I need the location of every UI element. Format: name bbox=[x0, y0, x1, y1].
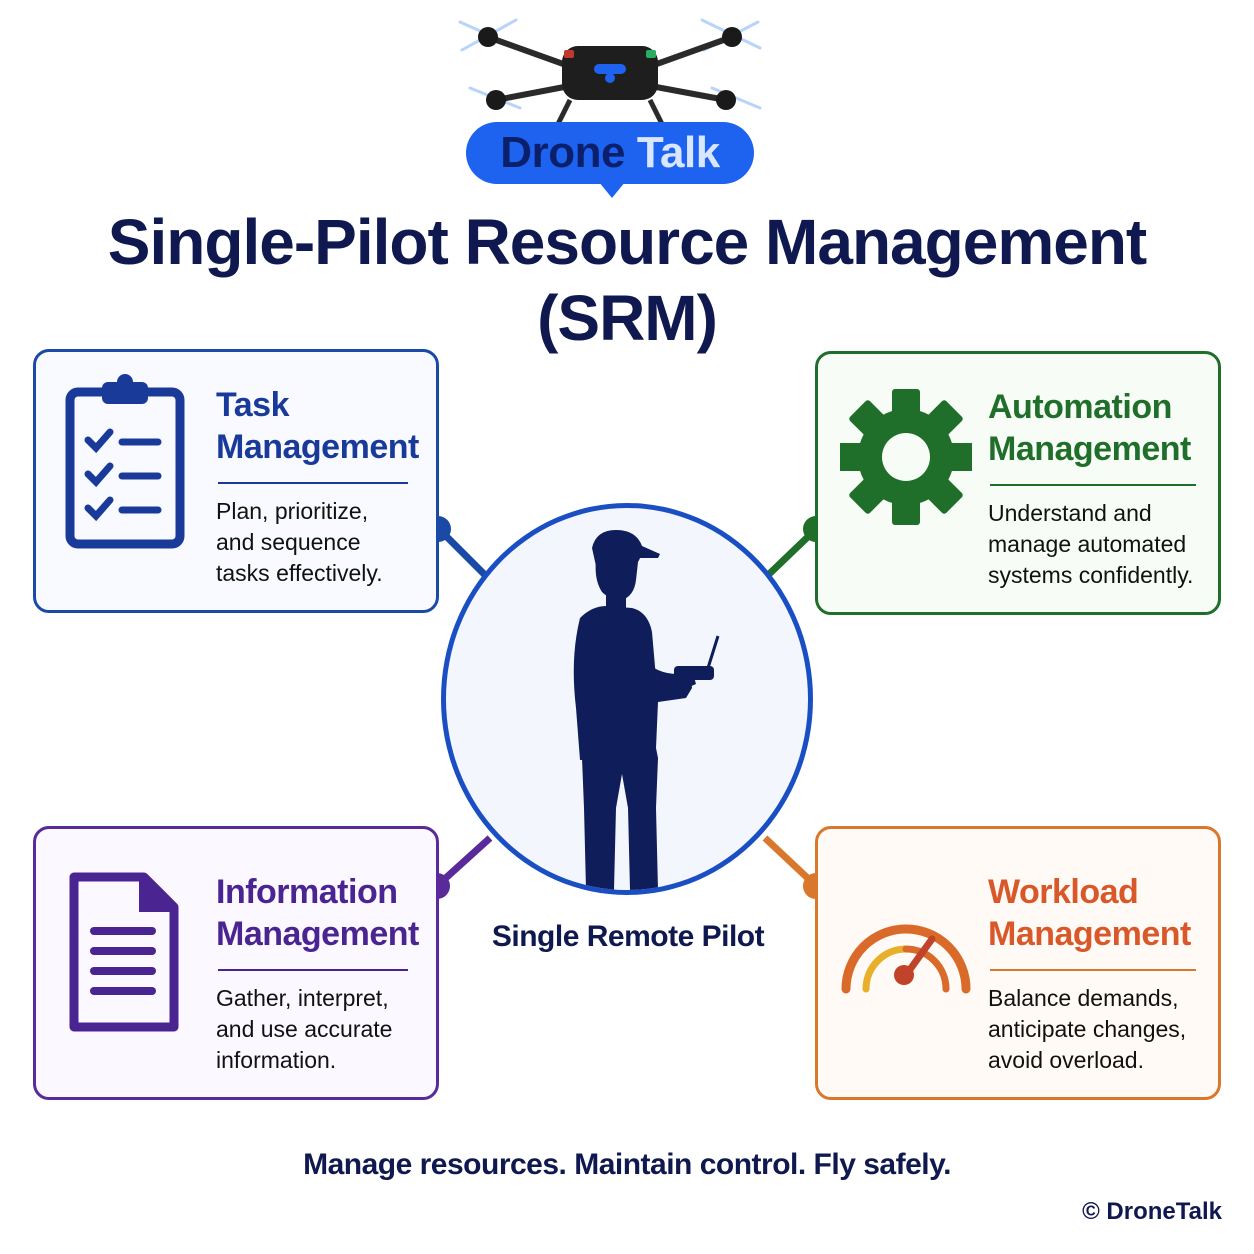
information-title-line-1: Information bbox=[216, 873, 398, 911]
automation-divider bbox=[990, 484, 1196, 486]
title-line-2: (SRM) bbox=[537, 282, 718, 354]
information-desc-line-2: and use accurate bbox=[216, 1016, 393, 1042]
title-line-1: Single-Pilot Resource Management bbox=[107, 206, 1147, 278]
workload-management-card: Workload Management Balance demands, ant… bbox=[815, 826, 1221, 1100]
automation-title-line-2: Management bbox=[988, 430, 1191, 468]
page-title: Single-Pilot Resource Management (SRM) bbox=[60, 204, 1194, 356]
workload-description: Balance demands, anticipate changes, avo… bbox=[988, 983, 1186, 1076]
information-desc-line-3: information. bbox=[216, 1047, 337, 1073]
workload-title-line-1: Workload bbox=[988, 873, 1139, 911]
task-divider bbox=[218, 482, 408, 484]
task-management-card: Task Management Plan, prioritize, and se… bbox=[33, 349, 439, 613]
logo-bubble-tail bbox=[594, 176, 630, 198]
tagline: Manage resources. Maintain control. Fly … bbox=[303, 1148, 951, 1181]
task-title-line-2: Management bbox=[216, 428, 419, 466]
logo-word-talk: Talk bbox=[636, 128, 720, 177]
pilot-circle bbox=[441, 503, 813, 895]
document-icon bbox=[69, 872, 179, 1032]
task-desc-line-3: tasks effectively. bbox=[216, 560, 383, 586]
automation-description: Understand and manage automated systems … bbox=[988, 498, 1193, 591]
workload-desc-line-1: Balance demands, bbox=[988, 985, 1179, 1011]
clipboard-checklist-icon bbox=[65, 374, 185, 549]
gauge-icon bbox=[841, 924, 971, 994]
automation-management-card: Automation Management Understand and man… bbox=[815, 351, 1221, 615]
task-title: Task Management bbox=[216, 384, 419, 468]
automation-desc-line-2: manage automated bbox=[988, 531, 1187, 557]
automation-desc-line-3: systems confidently. bbox=[988, 562, 1194, 588]
workload-title: Workload Management bbox=[988, 871, 1191, 955]
automation-title: Automation Management bbox=[988, 386, 1191, 470]
copyright: © DroneTalk bbox=[1082, 1198, 1222, 1225]
pilot-silhouette-icon bbox=[573, 530, 720, 890]
automation-title-line-1: Automation bbox=[988, 388, 1172, 426]
information-description: Gather, interpret, and use accurate info… bbox=[216, 983, 392, 1076]
task-title-line-1: Task bbox=[216, 386, 289, 424]
information-divider bbox=[218, 969, 408, 971]
information-management-card: Information Management Gather, interpret… bbox=[33, 826, 439, 1100]
information-title-line-2: Management bbox=[216, 915, 419, 953]
workload-title-line-2: Management bbox=[988, 915, 1191, 953]
logo-badge: Drone Talk bbox=[466, 122, 754, 184]
task-description: Plan, prioritize, and sequence tasks eff… bbox=[216, 496, 383, 589]
task-desc-line-2: and sequence bbox=[216, 529, 361, 555]
pilot-label: Single Remote Pilot bbox=[491, 920, 765, 953]
gear-icon bbox=[840, 389, 972, 525]
information-desc-line-1: Gather, interpret, bbox=[216, 985, 389, 1011]
information-title: Information Management bbox=[216, 871, 419, 955]
workload-desc-line-2: anticipate changes, bbox=[988, 1016, 1187, 1042]
task-desc-line-1: Plan, prioritize, bbox=[216, 498, 369, 524]
automation-desc-line-1: Understand and bbox=[988, 500, 1152, 526]
workload-desc-line-3: avoid overload. bbox=[988, 1047, 1144, 1073]
workload-divider bbox=[990, 969, 1196, 971]
logo-word-drone: Drone bbox=[500, 128, 625, 177]
drone-icon bbox=[458, 18, 762, 126]
